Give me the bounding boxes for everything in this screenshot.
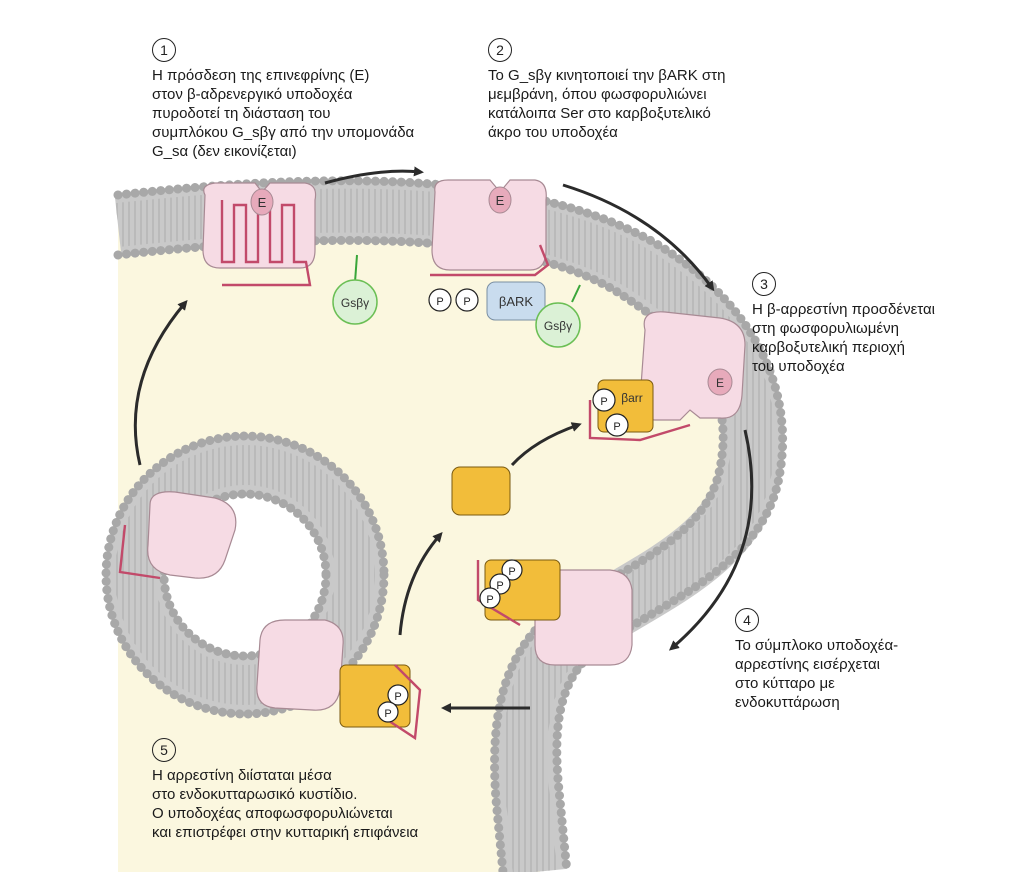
receptor-step2: E βARK P P Gsβγ: [428, 179, 581, 348]
free-arrestin: [451, 466, 511, 516]
arrow-3-to-4: [668, 429, 754, 651]
step-number-2: 2: [488, 38, 512, 62]
phospho-label: P: [496, 580, 503, 592]
vesicle-heads-outer: [101, 431, 389, 719]
epinephrine-label-2: E: [496, 193, 505, 208]
barr-label: βarr: [621, 391, 643, 405]
arrow-arrestin-to-step3: [510, 422, 582, 467]
gsbg-step2: [535, 302, 581, 348]
step-caption-3: Η β-αρρεστίνη προσδένεται στη φωσφορυλιω…: [752, 301, 935, 375]
phospho-label: P: [463, 296, 470, 308]
arrow-2-to-3: [562, 183, 715, 292]
receptor-step1: E Gsβγ: [202, 182, 378, 325]
step-number-3: 3: [752, 272, 776, 296]
arrow-vesicle-to-arrestin: [398, 531, 443, 636]
step-caption-4: Το σύμπλοκο υποδοχέα- αρρεστίνης εισέρχε…: [735, 637, 899, 711]
receptor-step3: E βarr P P: [588, 311, 746, 442]
step-number-1: 1: [152, 38, 176, 62]
receptor-step5-b: P P: [256, 619, 422, 741]
step-number-5: 5: [152, 738, 176, 762]
epinephrine-label-3: E: [716, 376, 724, 390]
step-number-4: 4: [735, 608, 759, 632]
phospho-label: P: [486, 594, 493, 606]
step-caption-2: Το G_sβγ κινητοποιεί την βARK στη μεμβρά…: [488, 67, 726, 141]
phospho-label: P: [436, 296, 443, 308]
step-caption-1: Η πρόσδεση της επινεφρίνης (Ε) στον β-αδ…: [152, 67, 415, 160]
gsbg-step1: [332, 279, 378, 325]
membrane-heads-inner: [113, 235, 728, 877]
phospho-label: P: [394, 691, 401, 703]
gsbg-label-1: Gsβγ: [341, 296, 369, 310]
step-caption-5: Η αρρεστίνη διίσταται μέσα στο ενδοκυττα…: [152, 767, 419, 841]
receptor-step4: P P P: [476, 559, 633, 666]
gsbg-label-2: Gsβγ: [544, 319, 572, 333]
bark-label: βARK: [499, 294, 534, 309]
epinephrine-label-1: E: [258, 195, 267, 210]
arrow-1-to-2: [324, 166, 424, 185]
phospho-label: P: [600, 396, 607, 408]
bark-kinase: [486, 281, 546, 321]
phospho-label: P: [384, 708, 391, 720]
phospho-label: P: [508, 566, 515, 578]
receptor-step5-a: [118, 491, 237, 580]
arrow-5-to-1: [133, 299, 188, 466]
phospho-label: P: [613, 421, 620, 433]
receptor-tail-2: [430, 244, 550, 277]
